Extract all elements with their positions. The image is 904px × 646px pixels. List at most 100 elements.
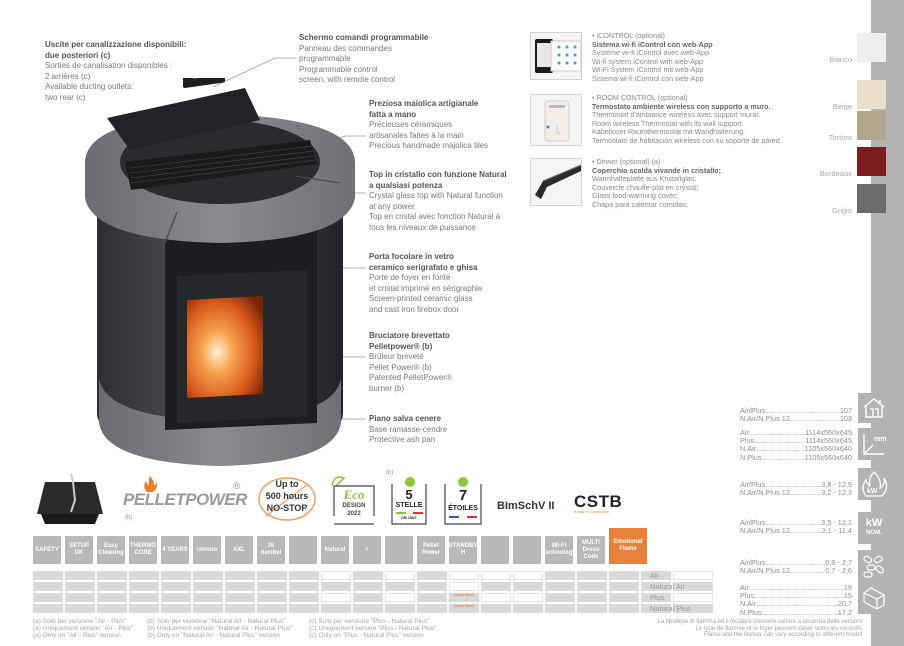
feature-icon-36-decibel: 36 decibel (257, 536, 285, 564)
spec-nominal: Air/Plus3,5 - 12,1N.Air/N.Plus 123,1 - 1… (740, 518, 852, 535)
spec-key: N.Air (740, 599, 757, 609)
grid-cell (193, 593, 223, 602)
spec-value: 1114x560x645 (805, 436, 852, 446)
grid-cell (641, 571, 671, 580)
feature-icon-item-15 (513, 536, 541, 564)
grid-cell (129, 604, 159, 613)
spec-key: N.Air/N.Plus 12 (740, 414, 790, 424)
grid-cell (641, 604, 671, 613)
spec-dots (756, 600, 838, 608)
grid-cell (353, 593, 383, 602)
spec-value: 103 (839, 414, 852, 424)
grid-cell (417, 593, 447, 602)
grid-cell (33, 571, 63, 580)
swatch-beige (857, 80, 886, 109)
grid-label: Plus (650, 593, 665, 602)
spec-key: Air (740, 583, 749, 592)
swatch-label: Bianco (829, 55, 852, 64)
stelle-note: (b) (386, 470, 394, 476)
dinner-cover-image (530, 158, 582, 206)
spec-value: 0,7 - 2,6 (825, 566, 852, 576)
option-line: Termostato de habitación wireless con su… (592, 135, 782, 145)
callout-door: Porta focolare in vetro ceramico serigra… (369, 252, 482, 316)
grid-cell (513, 604, 543, 613)
grid-cell (641, 593, 671, 602)
disclaimer-line: La tipologia di fiamma ed il focolare po… (657, 619, 862, 625)
grid-cell (225, 604, 255, 613)
grid-cell (65, 593, 95, 602)
spec-hopper: Air19Plus15N.Air20,7N.Plus17,2 (740, 583, 852, 617)
grid-cell (545, 604, 575, 613)
dimensions-unit: mm (874, 436, 886, 443)
option-line: Chapa para calentar comidas; (592, 199, 688, 209)
spec-row: N.Air/N.Plus 123,1 - 11,4 (740, 526, 852, 535)
grid-cell (545, 571, 575, 580)
spec-row: N.Air 20,7 (740, 600, 852, 608)
callout-line: Précieuses céramiques (369, 120, 453, 130)
callout-line: Panneau des commandes (299, 43, 392, 53)
stelle-number: 5 (405, 487, 413, 502)
feature-icon-standby-h: STANDBY H (449, 536, 477, 564)
option-line: Room wireless Thermostat with its wall s… (592, 118, 744, 128)
spec-row: N.Plus17,2 (740, 608, 852, 617)
callout-line: Protective ash pan (369, 435, 436, 445)
spec-dots (762, 609, 838, 617)
grid-cell: 16mc/ 6mc2 (449, 604, 479, 613)
spec-row: Air1114x560x645 (740, 428, 852, 437)
spec-row: Air/Plus107 (740, 406, 852, 415)
spec-row: Air/Plus0,8 - 2,7 (740, 558, 852, 567)
pellets-icon (858, 550, 890, 582)
option-head: • Dinner (optional) (a) (592, 157, 661, 166)
callout-title: fatta a mano (369, 109, 417, 119)
callout-title: ceramico serigrafato e ghisa (369, 262, 478, 272)
cstb-logo: CSTB le futur en construction (574, 493, 622, 515)
footnote-line: (a) Only on "Air - Plus" version (33, 631, 121, 639)
disclaimer: La tipologia di fiamma ed il focolare po… (658, 619, 862, 639)
pelletpower-logo: PELLETPOWER ® (b) (121, 476, 249, 524)
grid-cell (257, 593, 287, 602)
grid-row: 16mc/ 6mc2 (33, 604, 713, 613)
spec-key: Air/Plus (740, 518, 766, 527)
grid-cell (673, 593, 713, 602)
hours-text-3: NO-STOP (266, 503, 308, 513)
bimschv-logo: BImSchV II (497, 500, 555, 512)
spec-row: N.Air/N.Plus 12 3,2 - 12,3 (740, 488, 852, 498)
spec-key: Air/Plus (740, 406, 766, 415)
grid-cell (289, 571, 319, 580)
spec-value: 3,2 - 12,3 (821, 488, 852, 498)
swatch-bordeaux (857, 147, 886, 176)
callout-line: Crystal glass top with Natural function (369, 191, 503, 201)
etoiles-text: ÉTOILES (448, 505, 478, 512)
spec-row: Air/Plus3,8 - 12,9 (740, 480, 852, 489)
grid-cell (385, 604, 415, 613)
callout-line: tous les niveaux de puissance (369, 222, 476, 232)
hours-text-2: 500 hours (265, 491, 309, 501)
spec-value: 1114x560x645 (805, 428, 852, 437)
spec-row: N.Air/N.Plus 12 103 (740, 414, 852, 424)
callout-line: Programmable control (299, 64, 378, 74)
swatch-grigio (857, 184, 886, 213)
footnote-line: (b) Solo per versione "Natural Air - Nat… (147, 618, 286, 625)
spec-power: Air/Plus3,8 - 12,9N.Air/N.Plus 12 3,2 - 1… (740, 480, 852, 498)
callout-line: burner (b) (369, 383, 405, 393)
feature-icon-setup-dk: SETUP DK (65, 536, 93, 564)
eco-text: Eco (343, 487, 365, 502)
footnote-line: (c) Uniquement version "Plus - Natural P… (309, 624, 437, 632)
spec-value: 20,7 (837, 599, 852, 609)
option-dinner: • Dinner (optional) (a) Coperchio scalda… (530, 157, 810, 210)
footnote-line: (b) Only on "Natural Air - Natural Plus"… (147, 631, 280, 639)
grid-cell (321, 604, 351, 613)
callout-line: programmable (299, 54, 351, 64)
spec-key: N.Air/N.Plus 12 (740, 488, 790, 498)
grid-cell (289, 593, 319, 602)
grid-cell (289, 582, 319, 591)
option-line: Kabelloser Raumthermostat mit Wandhalter… (592, 127, 746, 137)
grid-cell (417, 582, 447, 591)
swatch-label: Tortora (828, 133, 852, 142)
grid-cell (225, 593, 255, 602)
option-line: Glass food-warming cover; (592, 191, 678, 201)
callout-line: Screen-printed ceramic glass (369, 294, 473, 304)
grid-cell (545, 582, 575, 591)
